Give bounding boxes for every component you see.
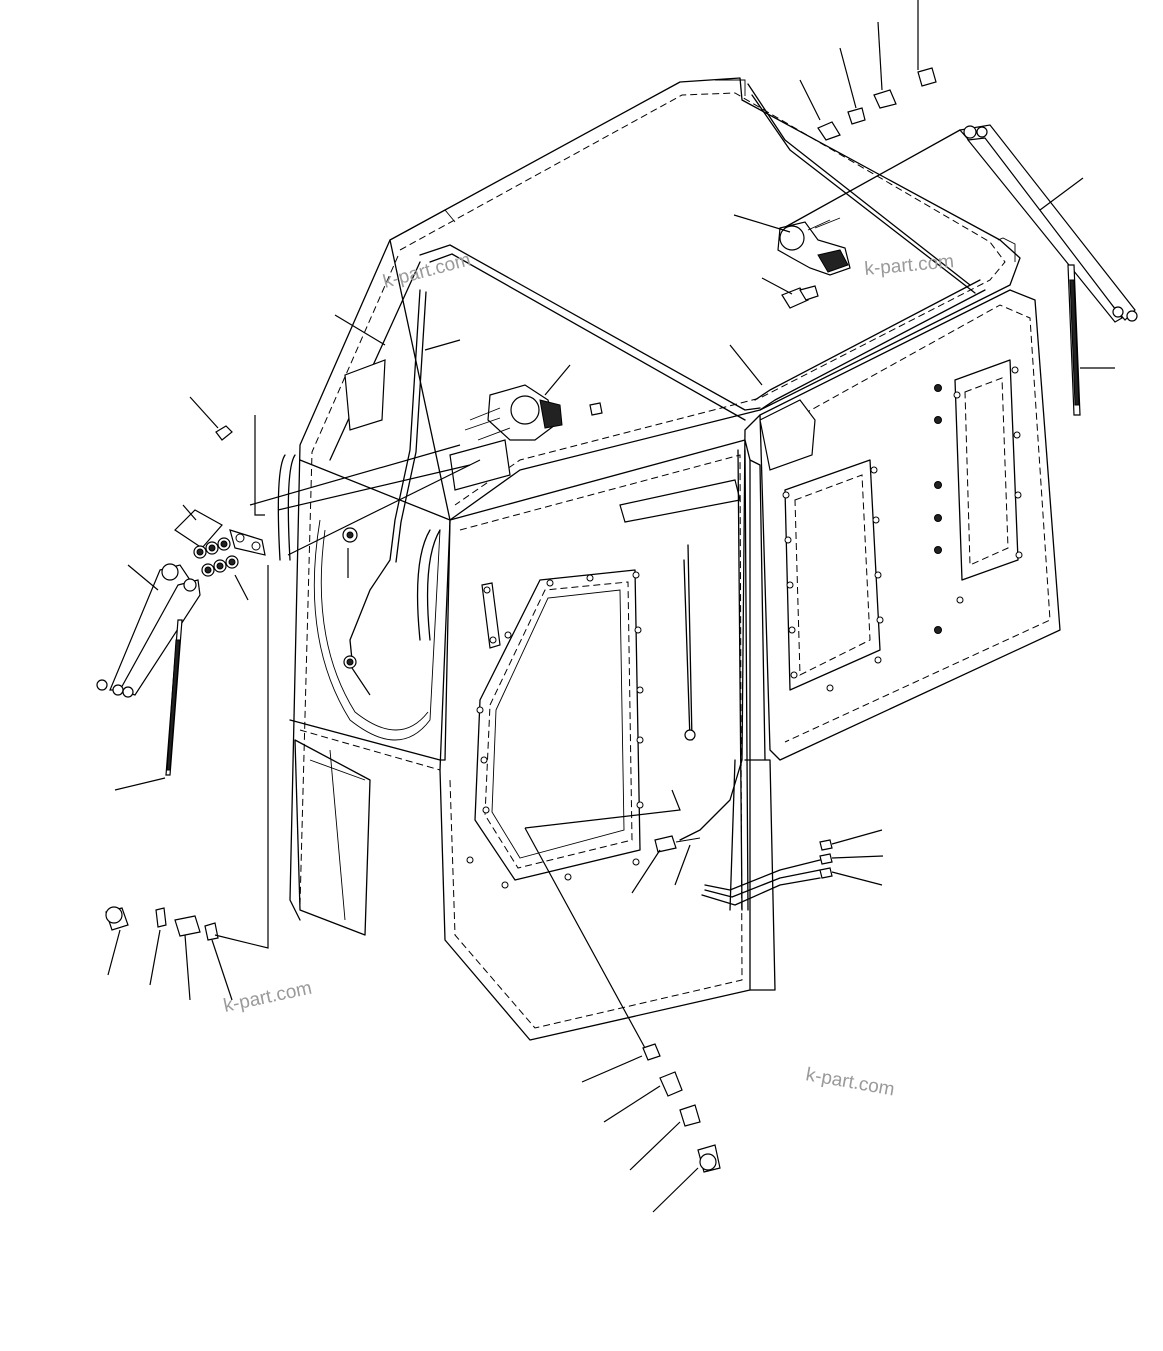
door-switch [654, 835, 701, 853]
rear-wiper-arm [958, 124, 1138, 323]
door-frame-bolts [466, 571, 644, 889]
door-wiper-rod [683, 544, 696, 741]
watermark: k-part.com [222, 978, 314, 1017]
connector [343, 655, 357, 669]
relay-parts [819, 839, 833, 879]
front-wiper-blade [165, 619, 183, 776]
side-panel-bolts [782, 366, 1023, 692]
front-wiper-motor [464, 384, 603, 441]
motor-bolt [781, 285, 819, 309]
top-hardware [817, 67, 937, 141]
watermark: k-part.com [804, 1064, 896, 1100]
cab-body [277, 77, 1061, 1041]
washer-stack [174, 509, 266, 577]
grommet [342, 527, 358, 543]
drain-valve [642, 1043, 721, 1173]
rear-wiper-blade [1067, 264, 1081, 416]
front-wiper-arm [96, 563, 201, 698]
watermark: k-part.com [381, 249, 473, 293]
rear-wiper-motor [777, 217, 851, 276]
watermark: k-part.com [864, 251, 955, 280]
leader-lines [107, 0, 1115, 1213]
washer-pump-parts [105, 906, 219, 941]
pin [215, 425, 233, 441]
wiring-harness [349, 129, 961, 911]
